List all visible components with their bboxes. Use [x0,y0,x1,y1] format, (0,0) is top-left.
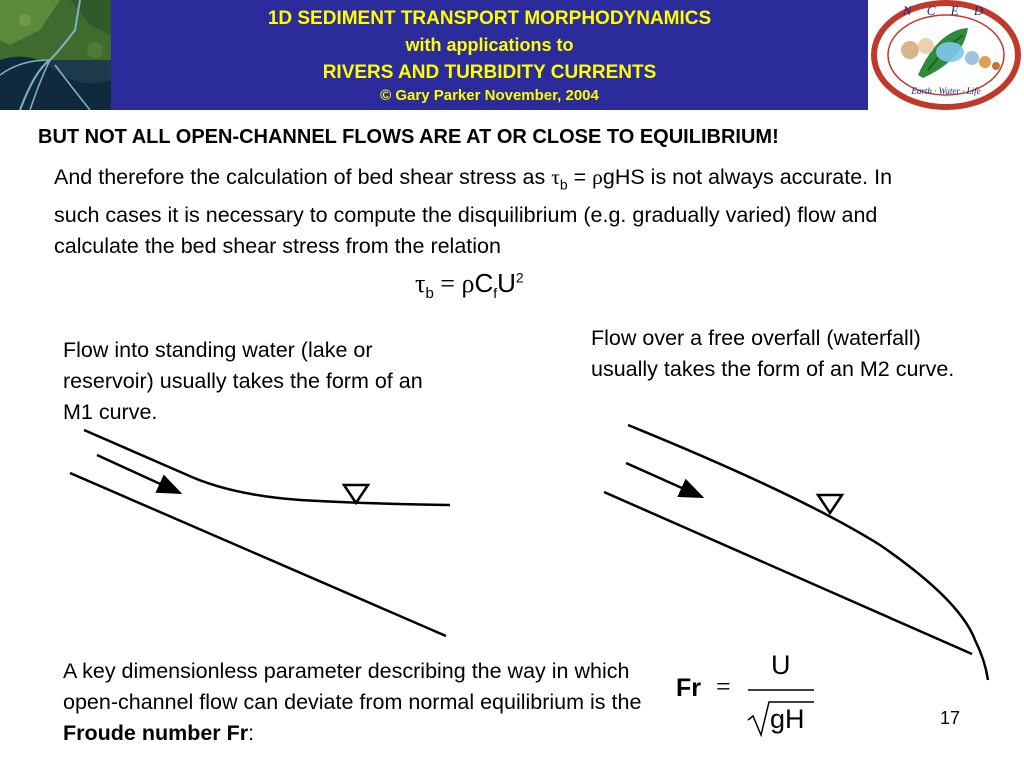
eq-rho: ρ [461,269,475,298]
froude-desc-bold: Froude number Fr [63,721,249,745]
m2-flow-arrow [625,461,705,499]
m1-water-surface [83,428,451,507]
m2-water-surface [627,423,990,681]
delta-satellite-image [0,0,111,110]
header-title-line1: 1D SEDIMENT TRANSPORT MORPHODYNAMICS [267,8,712,29]
tau-symbol: τ [551,165,560,189]
intro-paragraph: And therefore the calculation of bed she… [54,162,934,262]
eq-c: C [474,268,494,298]
header-title-line2: with applications to [405,35,574,55]
eq-squared: 2 [515,269,524,286]
froude-equation: Fr = U gH [676,648,826,738]
nced-logo: N C E D Earth · Water · Life [868,0,1024,110]
page-number: 17 [940,708,961,728]
froude-denominator: gH [770,704,805,734]
m2-caption: Flow over a free overfall (waterfall) us… [591,326,955,381]
froude-desc-text-2: : [248,721,255,745]
froude-description: A key dimensionless parameter describing… [63,656,643,749]
intro-text-2: gHS is not always accurate. In such case… [54,165,893,259]
froude-lhs: Fr [676,674,701,702]
equals-sign: = [567,165,593,189]
eq-u: U [497,268,516,298]
m1-channel-bed [69,471,447,638]
froude-numerator: U [771,650,791,680]
m1-curve-diagram [69,428,451,638]
m1-flow-arrow [96,453,183,495]
m2-water-level-icon [815,493,845,516]
header-banner [111,0,868,110]
intro-text-1: And therefore the calculation of bed she… [54,165,552,189]
m2-curve-diagram [603,423,990,681]
eq-tau: τ [415,269,426,298]
shear-stress-equation: τb = ρCfU2 [415,268,524,302]
eq-f-sub: f [493,285,498,302]
m1-caption: Flow into standing water (lake or reserv… [63,338,423,424]
header-copyright: © Gary Parker November, 2004 [380,87,599,104]
froude-equals: = [716,672,731,701]
m1-water-level-icon [341,483,371,506]
m2-channel-bed [603,490,973,656]
tau-subscript: b [559,176,568,193]
rho-symbol: ρ [592,165,603,189]
slide-heading: BUT NOT ALL OPEN-CHANNEL FLOWS ARE AT OR… [38,126,779,148]
eq-equals: = [433,269,462,298]
froude-desc-text-1: A key dimensionless parameter describing… [63,659,642,714]
nced-logo-motto: Earth · Water · Life [911,86,981,96]
eq-tau-sub: b [425,285,434,303]
nced-logo-letters: N C E D [902,3,990,18]
fraction-and-radical [747,689,814,738]
header-title-line3: RIVERS AND TURBIDITY CURRENTS [322,62,657,83]
